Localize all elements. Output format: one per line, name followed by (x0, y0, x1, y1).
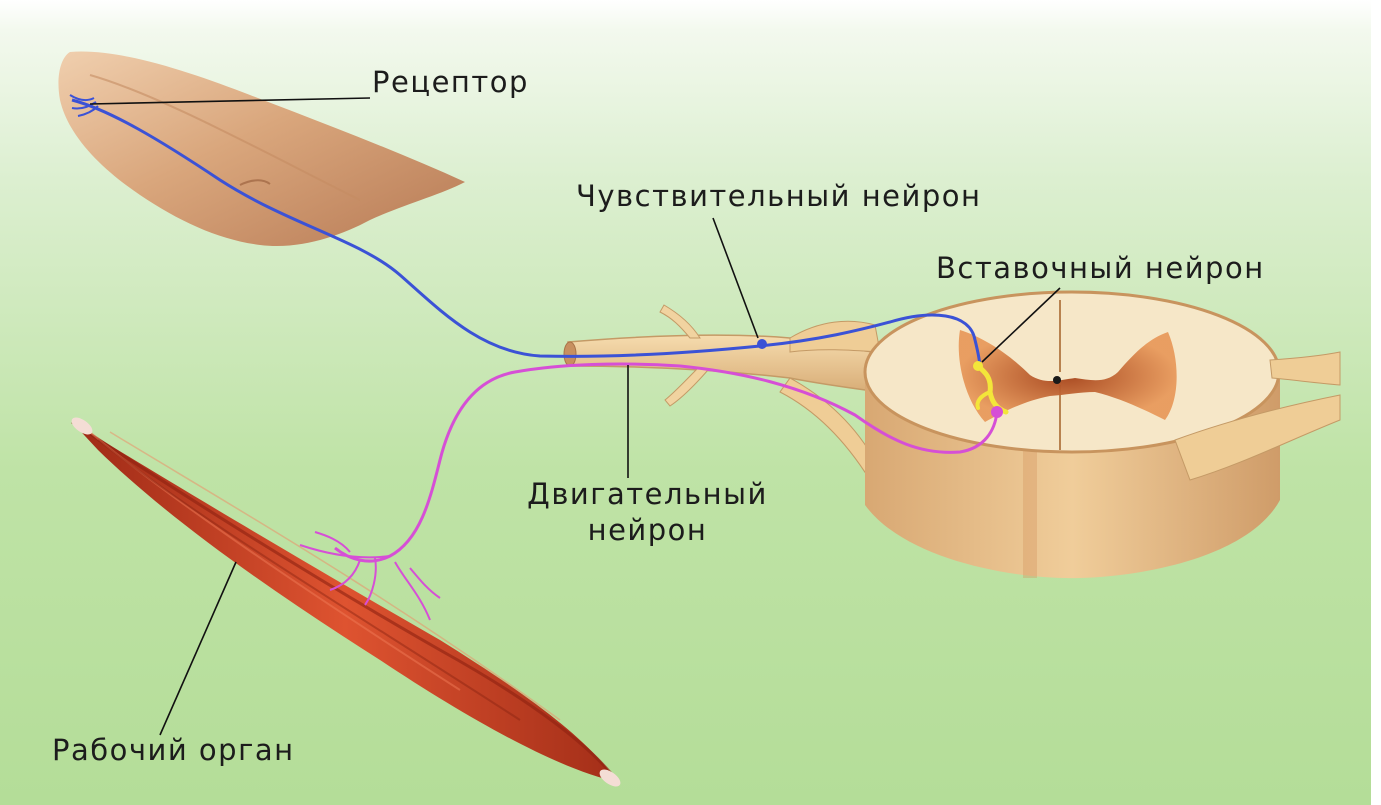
label-interneuron: Вставочный нейрон (936, 250, 1265, 286)
nerve-illustration (564, 305, 880, 480)
leader-line-sensory-neuron (713, 218, 758, 338)
label-effector: Рабочий орган (52, 732, 295, 768)
label-motor-neuron-line1: Двигательный (505, 476, 790, 512)
motor-neuron-body (991, 406, 1003, 418)
label-motor-neuron-line2: нейрон (505, 512, 790, 548)
right-border (1371, 0, 1381, 805)
spinal-cord-illustration (865, 292, 1340, 578)
label-receptor: Рецептор (372, 64, 529, 100)
label-sensory-neuron: Чувствительный нейрон (576, 178, 981, 214)
leader-line-effector (160, 562, 236, 735)
sensory-neuron-body (757, 339, 767, 349)
